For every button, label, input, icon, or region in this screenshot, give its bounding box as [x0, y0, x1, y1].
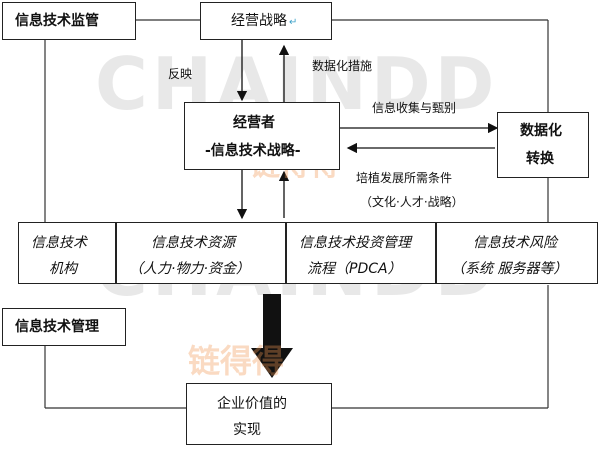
operator-subtitle: -信息技术战略-: [205, 143, 301, 159]
return-mark: ↵: [289, 17, 298, 28]
digital-line1: 数据化: [520, 123, 562, 139]
it-investment-line2: 流程（PDCA）: [307, 261, 402, 277]
it-management-box: 信息技术管理: [2, 308, 126, 346]
it-risk-line1: 信息技术风险: [473, 235, 557, 251]
it-investment-box: 信息技术投资管理 流程（PDCA）: [286, 222, 436, 284]
label-info-collection: 信息收集与甄别: [372, 101, 457, 115]
operator-box: 经营者 -信息技术战略-: [184, 102, 340, 170]
it-org-line2: 机构: [49, 261, 77, 277]
it-org-line1: 信息技术: [31, 235, 87, 251]
enterprise-value-line2: 实现: [233, 422, 261, 438]
digital-line2: 转换: [526, 151, 554, 167]
label-feedback: 反映: [168, 67, 193, 81]
it-risk-box: 信息技术风险 （系统 服务器等）: [436, 222, 598, 284]
it-management-label: 信息技术管理: [15, 319, 99, 335]
it-resources-box: 信息技术资源 （人力·物力·资金）: [116, 222, 286, 284]
operator-title: 经营者: [233, 115, 275, 131]
block-arrow-head: [251, 348, 293, 378]
business-strategy-label: 经营战略: [231, 13, 287, 29]
it-investment-line1: 信息技术投资管理: [299, 235, 411, 251]
label-digital-measures: 数据化措施: [312, 59, 373, 73]
it-resources-line2: （人力·物力·资金）: [129, 261, 250, 277]
block-arrow-shaft: [263, 294, 281, 350]
business-strategy-box: 经营战略 ↵: [200, 2, 332, 40]
it-supervision-label: 信息技术监管: [15, 13, 99, 29]
digital-conversion-box: 数据化 转换: [497, 112, 589, 178]
enterprise-value-box: 企业价值的 实现: [186, 383, 332, 445]
it-resources-line1: 信息技术资源: [151, 235, 235, 251]
label-culture-talent-strategy: （文化·人才·战略）: [360, 195, 464, 209]
enterprise-value-line1: 企业价值的: [217, 396, 287, 412]
it-supervision-box: 信息技术监管: [2, 2, 136, 40]
it-org-box: 信息技术 机构: [18, 222, 116, 284]
label-cultivate-conditions: 培植发展所需条件: [356, 171, 453, 185]
it-risk-line2: （系统 服务器等）: [451, 261, 568, 277]
